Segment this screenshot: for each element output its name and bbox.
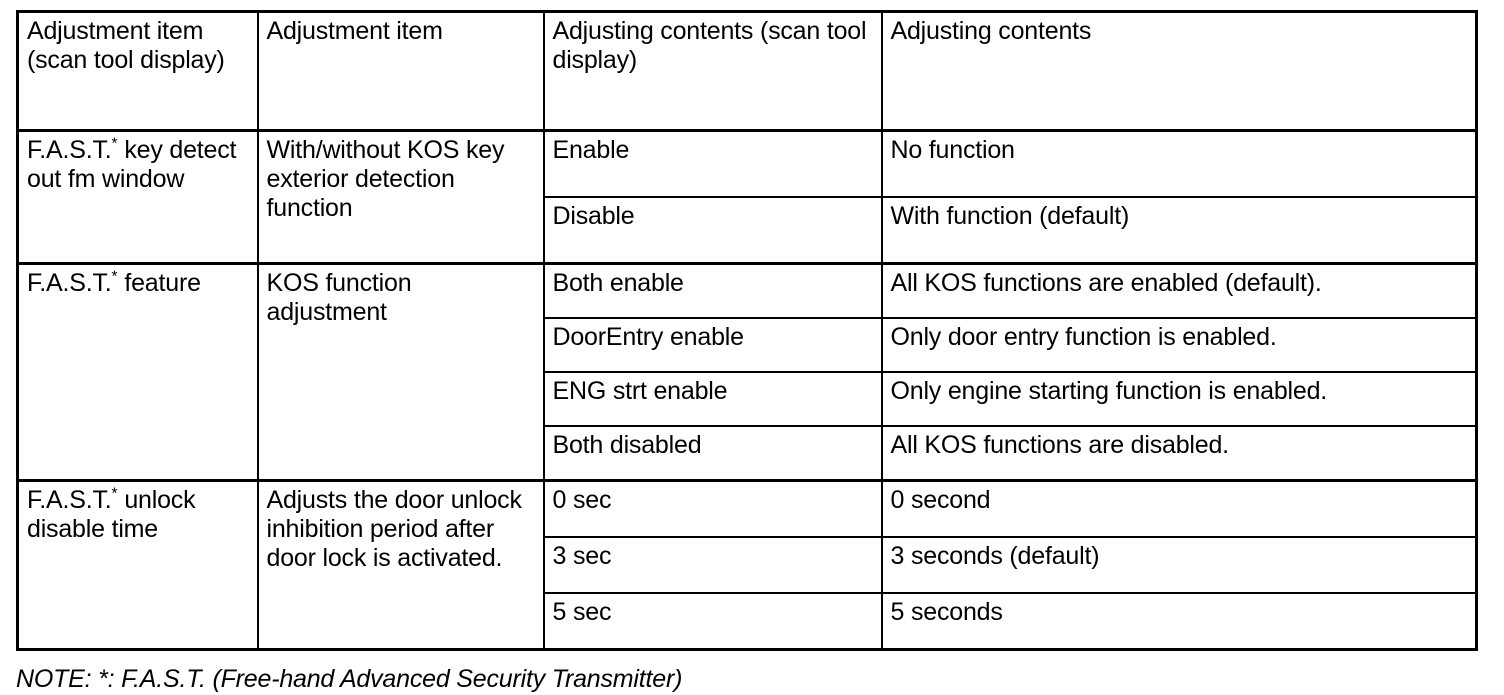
item-name-prefix: F.A.S.T. (27, 136, 112, 164)
setting-cell: 0 sec (542, 479, 883, 538)
column-header-adjusting-contents: Adjusting contents (880, 10, 1478, 132)
table-row: F.A.S.T.* feature KOS function adjustmen… (16, 262, 1478, 482)
table-row: ENG strt enable Only engine starting fun… (18, 371, 1478, 427)
footnote-asterisk: * (111, 485, 118, 503)
item-name-prefix: F.A.S.T. (27, 269, 112, 297)
footnote-asterisk: * (111, 268, 118, 286)
column-header-adjusting-contents-scan-tool: Adjusting contents (scan tool display) (542, 10, 883, 132)
table-row: F.A.S.T.* unlock disable time Adjusts th… (16, 479, 1478, 651)
adjustment-item-cell: KOS function adjustment (256, 262, 545, 482)
table-footnote: NOTE: *: F.A.S.T. (Free-hand Advanced Se… (16, 665, 683, 693)
description-cell: All KOS functions are enabled (default). (880, 262, 1478, 319)
table-header: Adjustment item (scan tool display) Adju… (16, 10, 1478, 132)
setting-cell: 3 sec (542, 536, 883, 594)
item-name-suffix: feature (117, 269, 201, 297)
table-row: Disable With function (default) (18, 196, 1478, 265)
adjustment-item-cell: Adjusts the door unlock inhibition perio… (256, 479, 545, 651)
description-cell: With function (default) (880, 196, 1478, 265)
setting-cell: DoorEntry enable (542, 317, 883, 373)
table-header-row: Adjustment item (scan tool display) Adju… (16, 10, 1478, 132)
adjustment-item-cell: With/without KOS key exterior detection … (256, 129, 545, 265)
setting-cell: Disable (542, 196, 883, 265)
table-row: 3 sec 3 seconds (default) (18, 536, 1478, 594)
table-row: Both disabled All KOS functions are disa… (18, 425, 1478, 482)
setting-cell: 5 sec (542, 592, 883, 651)
description-cell: 3 seconds (default) (880, 536, 1478, 594)
column-header-adjustment-item: Adjustment item (256, 10, 545, 132)
item-name-suffix: unlock disable time (27, 486, 196, 543)
adjustment-item-scan-tool-cell: F.A.S.T.* unlock disable time (16, 479, 259, 651)
setting-cell: Both enable (542, 262, 883, 319)
column-header-adjustment-item-scan-tool: Adjustment item (scan tool display) (16, 10, 259, 132)
table-row: F.A.S.T.* key detect out fm window With/… (16, 129, 1478, 265)
setting-cell: Enable (542, 129, 883, 198)
description-cell: All KOS functions are disabled. (880, 425, 1478, 482)
item-name-suffix: key detect out fm window (27, 136, 237, 193)
description-cell: Only door entry function is enabled. (880, 317, 1478, 373)
item-name-prefix: F.A.S.T. (27, 486, 112, 514)
footnote-asterisk: * (111, 135, 118, 153)
description-cell: 0 second (880, 479, 1478, 538)
table-row: DoorEntry enable Only door entry functio… (18, 317, 1478, 373)
description-cell: No function (880, 129, 1478, 198)
adjustment-item-scan-tool-cell: F.A.S.T.* feature (16, 262, 259, 482)
table-row: 5 sec 5 seconds (18, 592, 1478, 651)
table-body: F.A.S.T.* key detect out fm window With/… (16, 129, 1478, 651)
setting-cell: Both disabled (542, 425, 883, 482)
adjustment-spec-table: Adjustment item (scan tool display) Adju… (16, 10, 1478, 651)
description-cell: Only engine starting function is enabled… (880, 371, 1478, 427)
setting-cell: ENG strt enable (542, 371, 883, 427)
description-cell: 5 seconds (880, 592, 1478, 651)
adjustment-item-scan-tool-cell: F.A.S.T.* key detect out fm window (16, 129, 259, 265)
